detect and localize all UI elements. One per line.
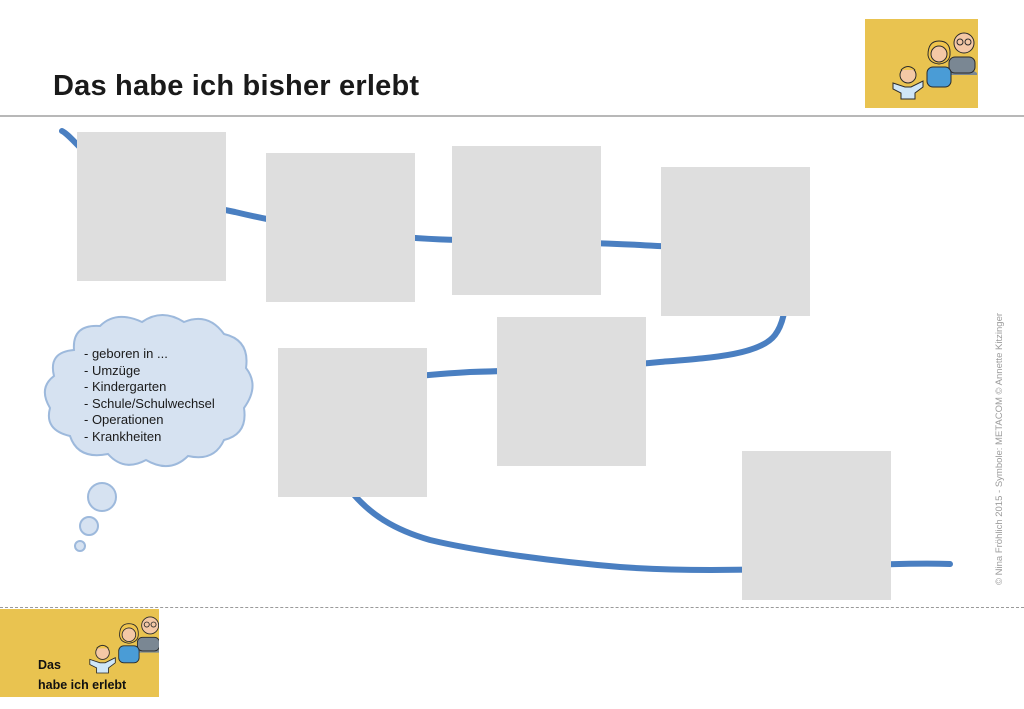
header-divider (0, 115, 1024, 117)
footer-label-line2: habe ich erlebt (38, 678, 127, 692)
photo-box-7[interactable] (742, 451, 891, 600)
logo-family-icon (865, 19, 978, 108)
photo-box-4[interactable] (661, 167, 810, 316)
list-item: - Operationen (84, 412, 164, 428)
list-item: - Umzüge (84, 362, 141, 378)
footer-label: Das habe ich erlebt (38, 655, 126, 695)
list-item: - Kindergarten (84, 379, 167, 395)
page-title: Das habe ich bisher erlebt (53, 70, 420, 102)
footer-logo-family-icon: Das habe ich erlebt (0, 609, 162, 697)
photo-box-3[interactable] (452, 146, 601, 295)
photo-box-1[interactable] (77, 132, 226, 281)
list-item: - Krankheiten (84, 428, 162, 444)
copyright-credit: © Nina Fröhlich 2015 - Symbole: METACOM … (994, 312, 1005, 585)
photo-box-6[interactable] (278, 348, 427, 497)
footer-label-line1: Das (38, 658, 61, 672)
list-item: - geboren in ... (84, 346, 168, 361)
list-item: - Schule/Schulwechsel (84, 395, 215, 411)
photo-box-5[interactable] (497, 317, 646, 466)
photo-box-2[interactable] (266, 153, 415, 302)
thought-cloud (43, 314, 254, 552)
cloud-topic-list: - geboren in ... - Umzüge - Kindergarten… (84, 346, 215, 446)
footer-divider (0, 607, 1024, 608)
